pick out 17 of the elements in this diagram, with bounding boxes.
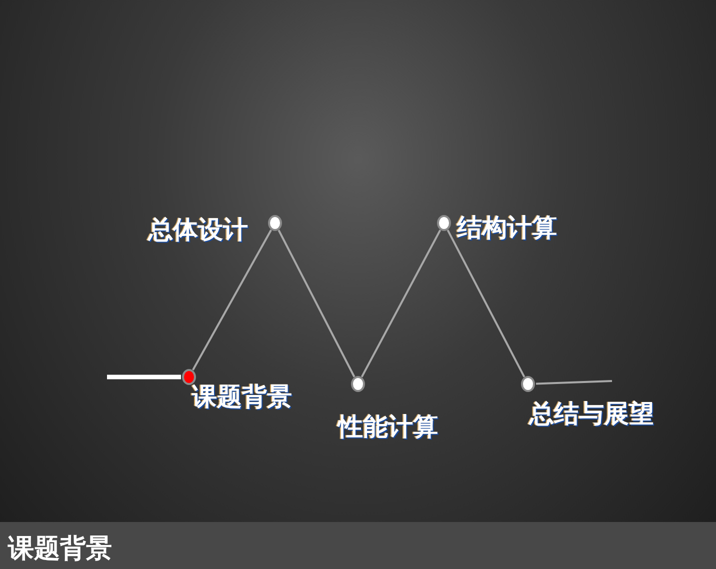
- stage-label: 课题背景: [192, 382, 292, 412]
- connector-line: [446, 230, 526, 378]
- dot-marker: [521, 376, 535, 392]
- connector-line: [192, 230, 272, 370]
- dot-marker: [437, 215, 451, 231]
- connector-line: [107, 374, 181, 380]
- connector-line: [360, 230, 442, 378]
- connector-line: [278, 230, 356, 378]
- stage-label: 总体设计: [148, 215, 248, 245]
- stage-label: 总结与展望: [529, 399, 654, 429]
- section-title: 课题背景: [8, 533, 112, 565]
- dot-marker: [351, 376, 365, 392]
- stage-label: 性能计算: [338, 412, 438, 442]
- connector-line: [536, 380, 612, 385]
- dot-marker: [268, 215, 282, 231]
- dot-marker: [182, 369, 196, 385]
- stage-label: 结构计算: [457, 213, 557, 243]
